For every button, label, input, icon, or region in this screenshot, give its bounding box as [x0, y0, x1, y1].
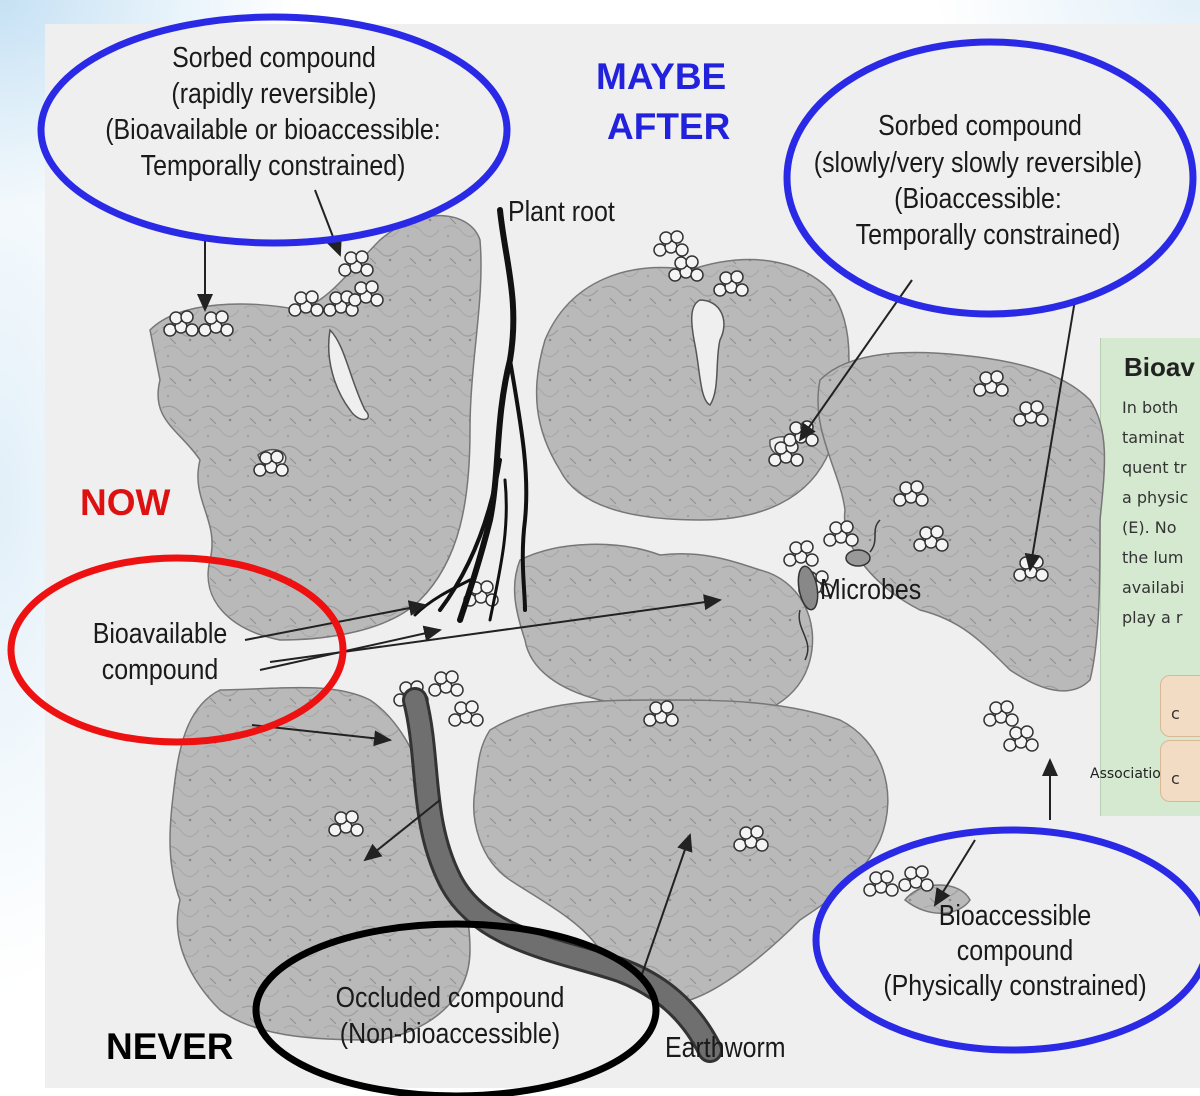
label-sorbed-rapid-line1: Sorbed compound: [154, 42, 395, 75]
label-earthworm: Earthworm: [665, 1032, 811, 1065]
label-sorbed-slow-line4: Temporally constrained): [825, 219, 1152, 252]
label-sorbed-slow-line3: (Bioaccessible:: [883, 183, 1072, 216]
label-sorbed-rapid-line3: (Bioavailable or bioaccessible:: [71, 114, 475, 147]
label-bioaccessible-line3: (Physically constrained): [865, 970, 1166, 1003]
label-bioavailable-line2: compound: [74, 654, 246, 687]
label-bioaccessible-line2: compound: [920, 935, 1109, 968]
label-sorbed-rapid-line4: Temporally constrained): [88, 150, 458, 183]
label-sorbed-rapid-line2: (rapidly reversible): [154, 78, 395, 111]
label-plant-root: Plant root: [508, 196, 637, 229]
label-sorbed-slow-line1: Sorbed compound: [860, 110, 1101, 143]
tag-never: NEVER: [106, 1028, 233, 1066]
label-sorbed-slow-line2: (slowly/very slowly reversible): [780, 147, 1176, 180]
label-microbes: Microbes: [820, 574, 949, 607]
tag-maybe: MAYBE: [596, 58, 726, 96]
tag-now: NOW: [80, 484, 170, 522]
label-occluded-line1: Occluded compound: [312, 982, 587, 1015]
label-occluded-line2: (Non-bioaccessible): [312, 1018, 587, 1051]
label-bioaccessible-line1: Bioaccessible: [920, 900, 1109, 933]
label-bioavailable-line1: Bioavailable: [74, 618, 246, 651]
tag-after: AFTER: [607, 108, 730, 146]
